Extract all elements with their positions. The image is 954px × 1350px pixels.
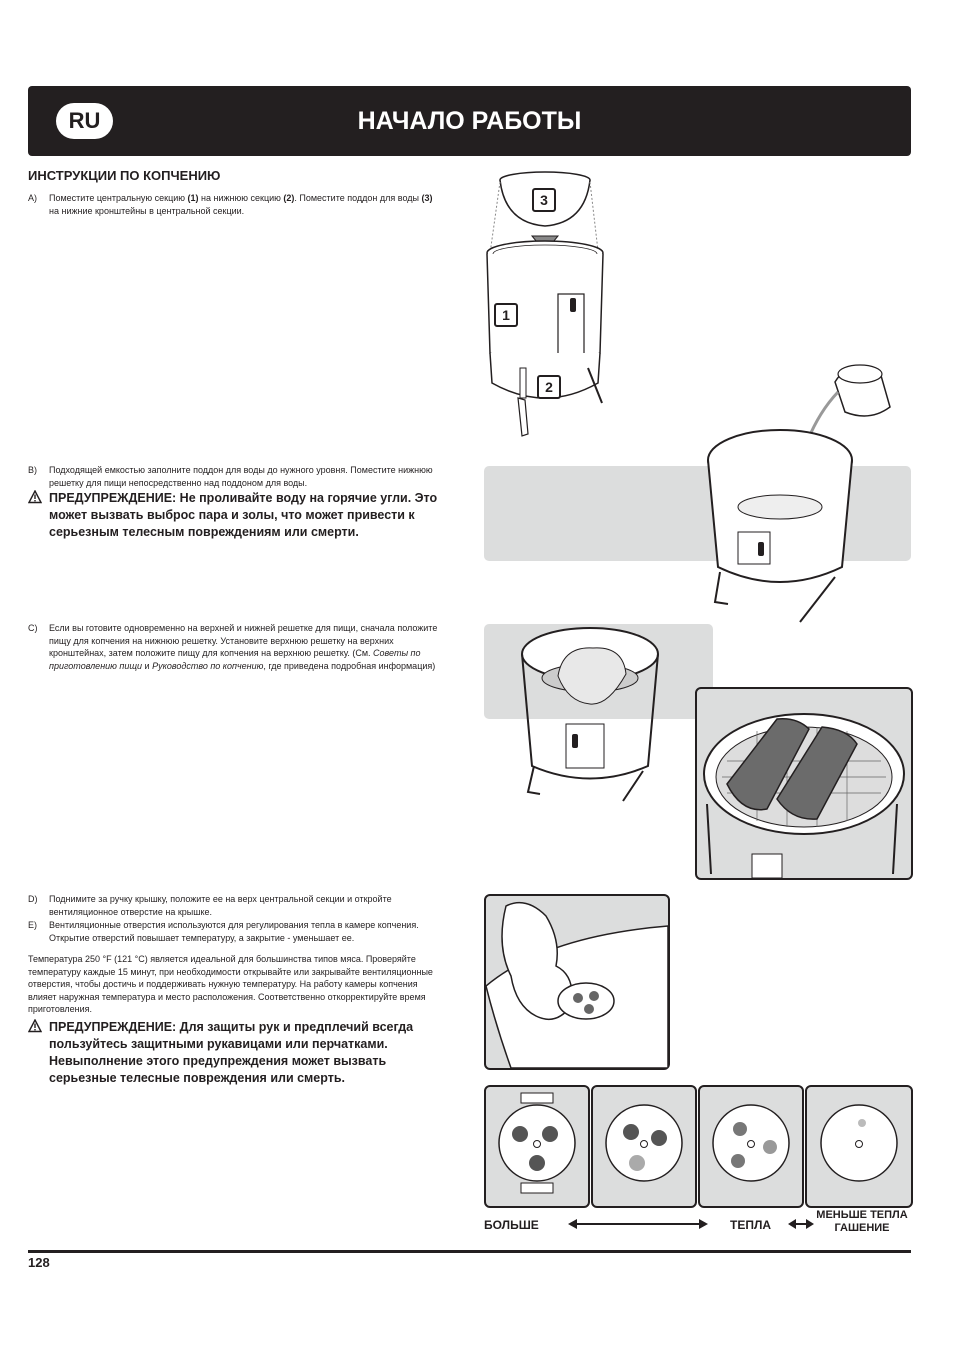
temperature-note: Температура 250 °F (121 °C) является иде… — [28, 954, 433, 1014]
warning-triangle-icon — [27, 1018, 43, 1038]
page-header: НАЧАЛО РАБОТЫ RU — [28, 86, 911, 156]
warning-hot-coals: ПРЕДУПРЕЖДЕНИЕ: Не проливайте воду на го… — [27, 489, 452, 541]
step-b-label: B) — [28, 465, 37, 475]
step-e-label: E) — [28, 920, 37, 930]
step-a-text: Поместите центральную секцию (1) на нижн… — [49, 193, 433, 216]
step-c-text: Если вы готовите одновременно на верхней… — [49, 623, 438, 671]
assembly-illustration: 3 1 2 — [480, 168, 620, 440]
vent-position-closed — [805, 1085, 913, 1208]
vent-open-illustration — [484, 894, 670, 1070]
step-a-label: A) — [28, 193, 37, 203]
section-title: ИНСТРУКЦИИ ПО КОПЧЕНИЮ — [28, 168, 221, 183]
legend-heat: ТЕПЛА — [730, 1218, 772, 1232]
step-d-text: Поднимите за ручку крышку, положите ее н… — [49, 894, 392, 917]
callout-1: 1 — [494, 303, 518, 327]
step-e: E) Вентиляционные отверстия используются… — [28, 919, 452, 944]
step-c-label: C) — [28, 623, 38, 633]
vent-position-mostly-closed — [698, 1085, 804, 1208]
callout-3: 3 — [532, 188, 556, 212]
step-b: B) Подходящей емкостью заполните поддон … — [28, 464, 444, 489]
warning-gloves: ПРЕДУПРЕЖДЕНИЕ: Для защиты рук и предпле… — [27, 1018, 438, 1087]
water-fill-illustration — [700, 352, 900, 632]
step-e-text: Вентиляционные отверстия используются дл… — [49, 920, 419, 943]
double-arrow-icon — [568, 1216, 708, 1232]
footer-rule — [28, 1250, 911, 1253]
step-a: A) Поместите центральную секцию (1) на н… — [28, 192, 444, 217]
legend-more: БОЛЬШЕ — [484, 1218, 539, 1232]
language-badge: RU — [56, 103, 113, 139]
warning-text: ПРЕДУПРЕЖДЕНИЕ: Для защиты рук и предпле… — [49, 1020, 414, 1085]
page-number: 128 — [28, 1255, 50, 1270]
legend-less-heat: МЕНЬШЕ ТЕПЛА ГАШЕНИЕ — [816, 1209, 908, 1234]
step-c: C) Если вы готовите одновременно на верх… — [28, 622, 452, 672]
food-placement-illustration — [518, 616, 668, 802]
warning-text: ПРЕДУПРЕЖДЕНИЕ: Не проливайте воду на го… — [49, 491, 438, 539]
small-double-arrow-icon — [788, 1216, 814, 1232]
page-title: НАЧАЛО РАБОТЫ — [357, 107, 582, 135]
vent-position-open — [484, 1085, 590, 1208]
step-d-label: D) — [28, 894, 38, 904]
step-b-text: Подходящей емкостью заполните поддон для… — [49, 465, 433, 488]
warning-triangle-icon — [27, 489, 43, 509]
ribs-illustration — [695, 687, 913, 880]
vent-position-partly-open — [591, 1085, 697, 1208]
step-d: D) Поднимите за ручку крышку, положите е… — [28, 893, 452, 918]
callout-2: 2 — [537, 375, 561, 399]
